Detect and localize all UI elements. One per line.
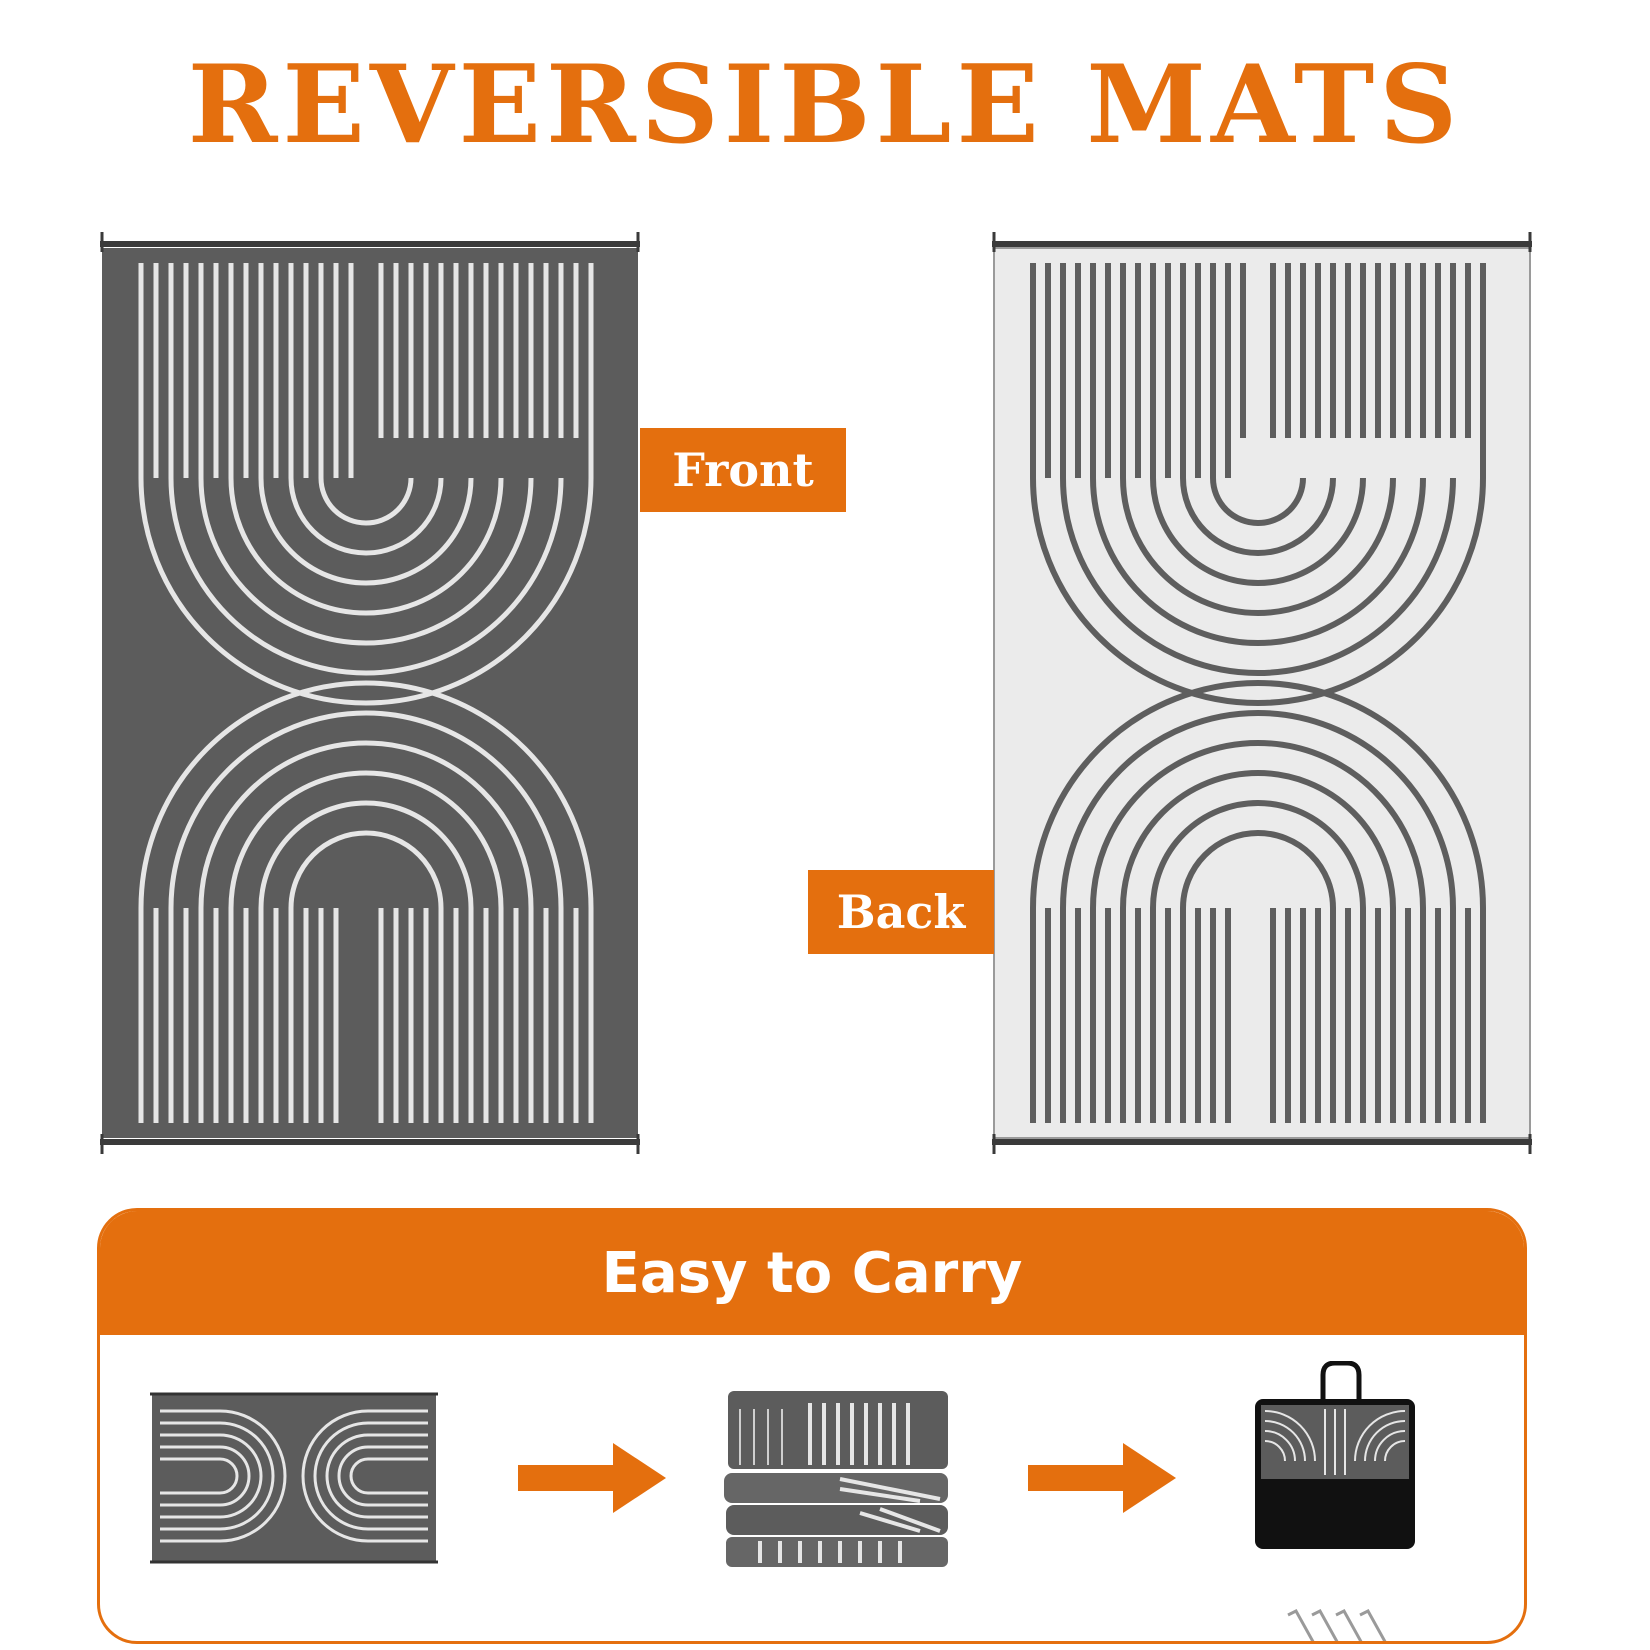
- back-mat-image: [988, 228, 1538, 1158]
- easy-to-carry-heading: Easy to Carry: [100, 1211, 1524, 1335]
- front-mat-image: [96, 228, 646, 1158]
- back-label: Back: [808, 870, 994, 954]
- easy-to-carry-panel: Easy to Carry: [97, 1208, 1527, 1644]
- right-arrow-icon: [518, 1443, 668, 1517]
- bag-icon: [1255, 1360, 1415, 1605]
- front-label: Front: [640, 428, 846, 512]
- folded-mat-image: [720, 1389, 955, 1575]
- ground-stake-icon: [1282, 1609, 1402, 1641]
- unfolded-mat-image: [150, 1391, 440, 1570]
- page-title: REVERSIBLE MATS: [187, 42, 1463, 168]
- right-arrow-icon: [1028, 1443, 1178, 1517]
